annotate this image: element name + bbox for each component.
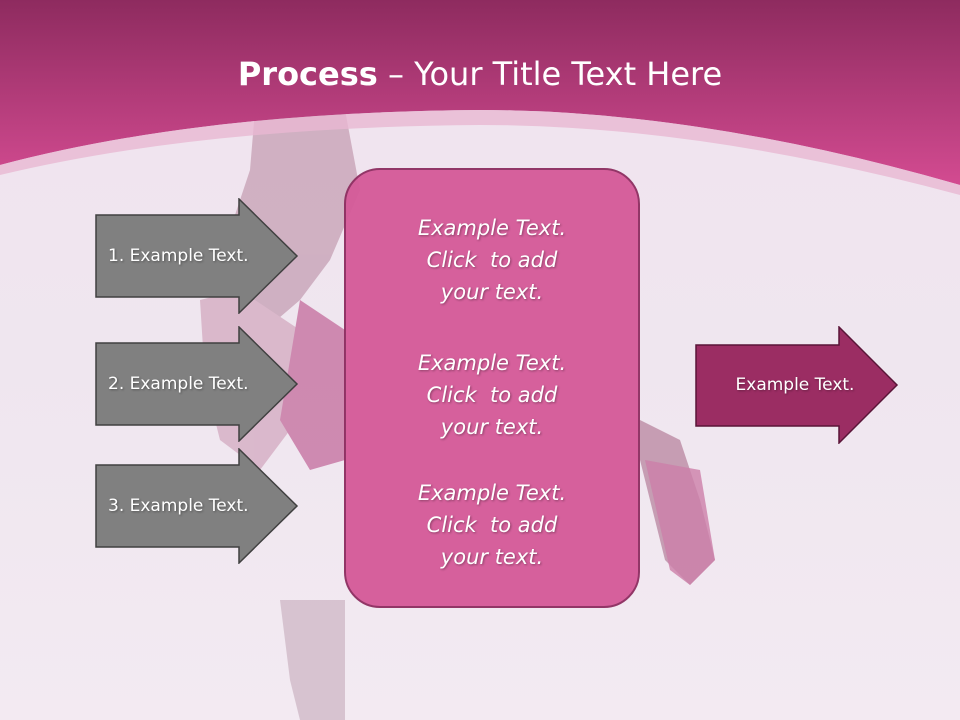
arrow-shape	[695, 326, 899, 444]
center-line: your text.	[440, 280, 544, 304]
arrow-shape	[95, 198, 299, 314]
arrow-shape	[95, 448, 299, 564]
center-line: Click to add	[426, 248, 558, 272]
center-line: your text.	[440, 415, 544, 439]
center-line: Example Text.	[417, 351, 567, 375]
left-arrow-label: 3. Example Text.	[108, 496, 249, 516]
left-arrow-3[interactable]: 3. Example Text.	[95, 448, 299, 564]
center-line: Click to add	[426, 513, 558, 537]
center-text-block-3: Example Text. Click to add your text.	[344, 477, 640, 573]
center-text-block-2: Example Text. Click to add your text.	[344, 347, 640, 443]
left-arrow-2[interactable]: 2. Example Text.	[95, 326, 299, 442]
left-arrow-label: 1. Example Text.	[108, 246, 249, 266]
left-arrow-1[interactable]: 1. Example Text.	[95, 198, 299, 314]
right-arrow-label: Example Text.	[735, 375, 855, 395]
arrow-shape	[95, 326, 299, 442]
center-line: Example Text.	[417, 481, 567, 505]
right-arrow[interactable]: Example Text.	[695, 326, 899, 444]
center-text-box[interactable]	[344, 168, 640, 608]
slide-title: Process – Your Title Text Here	[0, 52, 960, 96]
center-line: Example Text.	[417, 216, 567, 240]
center-line: Click to add	[426, 383, 558, 407]
center-text-block-1: Example Text. Click to add your text.	[344, 212, 640, 308]
title-rest: – Your Title Text Here	[377, 55, 723, 93]
title-bold: Process	[237, 55, 378, 93]
header-band	[0, 0, 960, 185]
center-line: your text.	[440, 545, 544, 569]
left-arrow-label: 2. Example Text.	[108, 374, 249, 394]
